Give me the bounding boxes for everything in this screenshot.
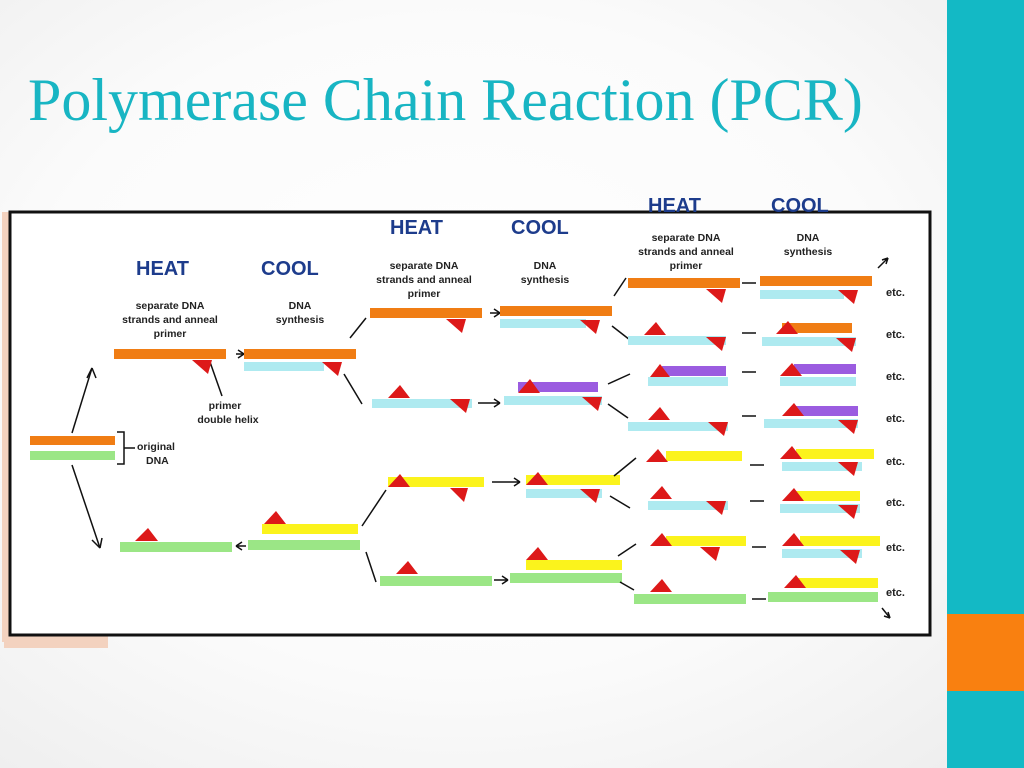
stage1-cool-caption-1: DNA <box>289 300 312 312</box>
s1h-bottom-strand <box>120 542 232 552</box>
arrow-s1-top <box>236 349 245 359</box>
s2c-row1-synth <box>500 319 586 328</box>
primer-mark <box>446 319 466 333</box>
primer-label-2: double helix <box>197 414 258 426</box>
primer-mark <box>450 488 468 502</box>
stage2-heat-label: HEAT <box>390 217 443 239</box>
etc-label: etc. <box>886 542 905 554</box>
s2h-row3-strand <box>388 477 484 487</box>
stage2-cool-caption-1: DNA <box>534 260 557 272</box>
primer-mark <box>192 360 212 374</box>
primer-pointer <box>209 361 223 397</box>
s2c-row2-strand <box>504 396 602 405</box>
stage2-heat-caption-3: primer <box>408 288 441 300</box>
stage3-heat-caption-3: primer <box>670 260 703 272</box>
stage3-heat-label: HEAT <box>648 195 701 217</box>
stage1-cool-caption-2: synthesis <box>276 314 325 326</box>
branch-arrow-down <box>71 464 101 549</box>
primer-mark <box>580 489 600 503</box>
primer-mark <box>450 399 470 413</box>
stage2-heat-caption-2: strands and anneal <box>376 274 472 286</box>
original-label-1: original <box>137 441 175 453</box>
s2h-row1-strand <box>370 308 482 318</box>
side-accent-block <box>947 614 1024 691</box>
s2c-row2-synth <box>518 382 598 392</box>
pcr-diagram: HEAT COOL HEAT COOL HEAT COOL separate D… <box>2 195 932 648</box>
s1c-bottom-strand <box>248 540 360 550</box>
s1c-bottom-synth <box>262 524 358 534</box>
primer-mark <box>264 511 286 524</box>
primer-mark <box>396 561 418 574</box>
s2h-row2-strand <box>372 399 472 408</box>
s3-transition-arrows <box>742 282 766 600</box>
stage3-heat-caption-1: separate DNA <box>652 232 721 244</box>
primer-mark <box>526 547 548 560</box>
primer-mark <box>526 472 548 485</box>
primer-mark <box>580 320 600 334</box>
etc-label: etc. <box>886 329 905 341</box>
primer-mark <box>388 474 410 487</box>
s1c-top-strand <box>244 349 356 359</box>
stage1-heat-caption-3: primer <box>154 328 187 340</box>
s2c-row4-synth <box>526 560 622 570</box>
primer-mark <box>322 362 342 376</box>
s1h-top-strand <box>114 349 226 359</box>
original-strand-bottom <box>30 451 115 460</box>
arrow-up-2 <box>361 489 387 527</box>
stage3-heat-caption-2: strands and anneal <box>638 246 734 258</box>
arrow-s1-bottom <box>235 541 246 551</box>
original-strand-top <box>30 436 115 445</box>
primer-mark <box>518 379 540 393</box>
s3h-rows <box>628 278 746 604</box>
stage3-cool-caption-2: synthesis <box>784 246 833 258</box>
arrow-down-2 <box>365 551 377 583</box>
etc-label: etc. <box>886 497 905 509</box>
etc-label: etc. <box>886 287 905 299</box>
stage2-cool-caption-2: synthesis <box>521 274 570 286</box>
s2c-row1-strand <box>500 306 612 316</box>
primer-label-1: primer <box>209 400 242 412</box>
s2c-row3-synth <box>526 489 602 498</box>
continue-arrow-up <box>877 257 889 269</box>
etc-label: etc. <box>886 587 905 599</box>
stage2-heat-caption-1: separate DNA <box>390 260 459 272</box>
s2c-row3-strand <box>526 475 620 485</box>
s3c-rows <box>760 276 880 602</box>
original-bracket <box>117 431 135 465</box>
primer-mark <box>582 397 602 411</box>
arrow-down-1 <box>343 373 363 405</box>
slide-title: Polymerase Chain Reaction (PCR) <box>28 67 863 133</box>
stage3-cool-caption-1: DNA <box>797 232 820 244</box>
stage2-cool-label: COOL <box>511 217 569 239</box>
stage1-cool-label: COOL <box>261 258 319 280</box>
stage1-heat-caption-1: separate DNA <box>136 300 205 312</box>
primer-mark <box>135 528 158 541</box>
arrow-up-1 <box>349 317 367 339</box>
continue-arrow-down <box>881 607 891 619</box>
stage1-heat-caption-2: strands and anneal <box>122 314 218 326</box>
original-label-2: DNA <box>146 455 169 467</box>
stage3-cool-label: COOL <box>771 195 829 217</box>
s1c-top-synth <box>244 362 324 371</box>
primer-mark <box>388 385 410 398</box>
etc-label: etc. <box>886 413 905 425</box>
stage1-heat-label: HEAT <box>136 258 189 280</box>
s2h-row4-strand <box>380 576 492 586</box>
etc-label: etc. <box>886 371 905 383</box>
s2c-row4-strand <box>510 573 622 583</box>
etc-label: etc. <box>886 456 905 468</box>
branch-arrow-up <box>71 367 93 434</box>
